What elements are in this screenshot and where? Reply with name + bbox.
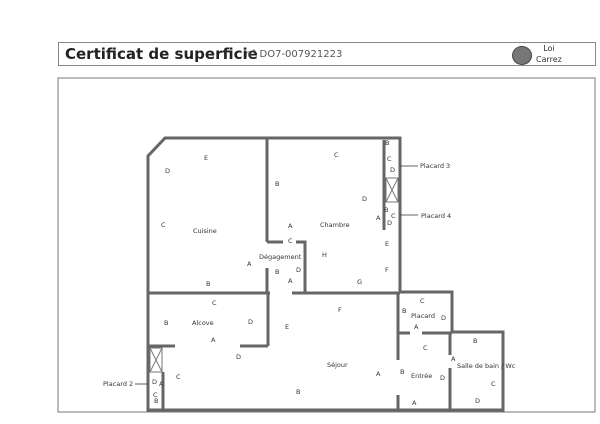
wall-letter: B <box>164 319 168 327</box>
wall-letter: C <box>334 151 339 159</box>
wall-letter: B <box>154 397 158 405</box>
wall-letter: D <box>362 195 367 203</box>
wall-letter: A <box>159 380 164 388</box>
wall-letter: D <box>441 314 446 322</box>
wall-letter: A <box>288 222 293 230</box>
wall-letter: D <box>475 397 480 405</box>
wall-letter: D <box>236 353 241 361</box>
plan-frame <box>57 77 596 413</box>
wall-letter: E <box>285 323 289 331</box>
wall-letter: B <box>384 206 388 214</box>
wall-letter: A <box>376 214 381 222</box>
wall-letter: B <box>385 139 389 147</box>
walls <box>146 136 505 412</box>
wall-letter: H <box>322 251 327 259</box>
wall-letter: E <box>385 240 389 248</box>
wall-letter: B <box>275 268 279 276</box>
wall-letter: C <box>387 155 392 163</box>
wall-letter: F <box>385 266 389 274</box>
wall-letter: A <box>412 399 417 407</box>
room-labels: Cuisine Chambre Dégagement Alcove Séjour… <box>192 221 516 380</box>
wall-letter: D <box>296 266 301 274</box>
callout-placard-3: Placard 3 <box>420 162 450 170</box>
wall-letter: C <box>423 344 428 352</box>
wall-letter: B <box>473 337 477 345</box>
room-entree: Entrée <box>411 372 432 380</box>
room-cuisine: Cuisine <box>193 227 217 235</box>
wall-letter: B <box>400 368 404 376</box>
wall-letter: A <box>288 277 293 285</box>
wall-letter: D <box>390 166 395 174</box>
loi-carrez-logo <box>512 46 532 65</box>
wall-letter: A <box>376 370 381 378</box>
callout-placard-2: Placard 2 <box>103 380 133 388</box>
wall-letter: B <box>275 180 279 188</box>
wall-letter: F <box>338 306 342 314</box>
wall-letter: A <box>211 336 216 344</box>
wall-letter: C <box>288 237 293 245</box>
wall-letter: B <box>402 307 406 315</box>
wall-letter: D <box>248 318 253 326</box>
room-salle-de-bain: Salle de bain / Wc <box>457 362 516 370</box>
certificate-header: Certificat de superficie n° DO7-00792122… <box>58 42 596 66</box>
closet-markers <box>149 177 399 373</box>
callouts: Placard 3 Placard 4 Placard 2 <box>103 162 451 388</box>
wall-letter: B <box>206 280 210 288</box>
room-chambre: Chambre <box>320 221 350 229</box>
wall-letter: A <box>451 355 456 363</box>
room-sejour: Séjour <box>327 361 348 369</box>
wall-letter: A <box>414 323 419 331</box>
callout-placard-4: Placard 4 <box>421 212 451 220</box>
room-placard: Placard <box>411 312 435 320</box>
room-alcove: Alcove <box>192 319 214 327</box>
wall-letter: D <box>440 374 445 382</box>
room-degagement: Dégagement <box>259 253 302 261</box>
wall-letter: C <box>161 221 166 229</box>
wall-letter: D <box>165 167 170 175</box>
document-title: Certificat de superficie <box>65 45 258 63</box>
wall-letter: E <box>204 154 208 162</box>
wall-letter: G <box>357 278 362 286</box>
wall-letter: C <box>391 212 396 220</box>
wall-letter: C <box>153 391 158 399</box>
wall-letter: D <box>387 219 392 227</box>
wall-letter: C <box>491 380 496 388</box>
wall-letter: A <box>247 260 252 268</box>
wall-letter: C <box>176 373 181 381</box>
wall-letter: B <box>296 388 300 396</box>
wall-letter: D <box>152 378 157 386</box>
wall-letter: C <box>420 297 425 305</box>
certificate-number: n° DO7-007921223 <box>245 49 343 60</box>
wall-letter: C <box>212 299 217 307</box>
